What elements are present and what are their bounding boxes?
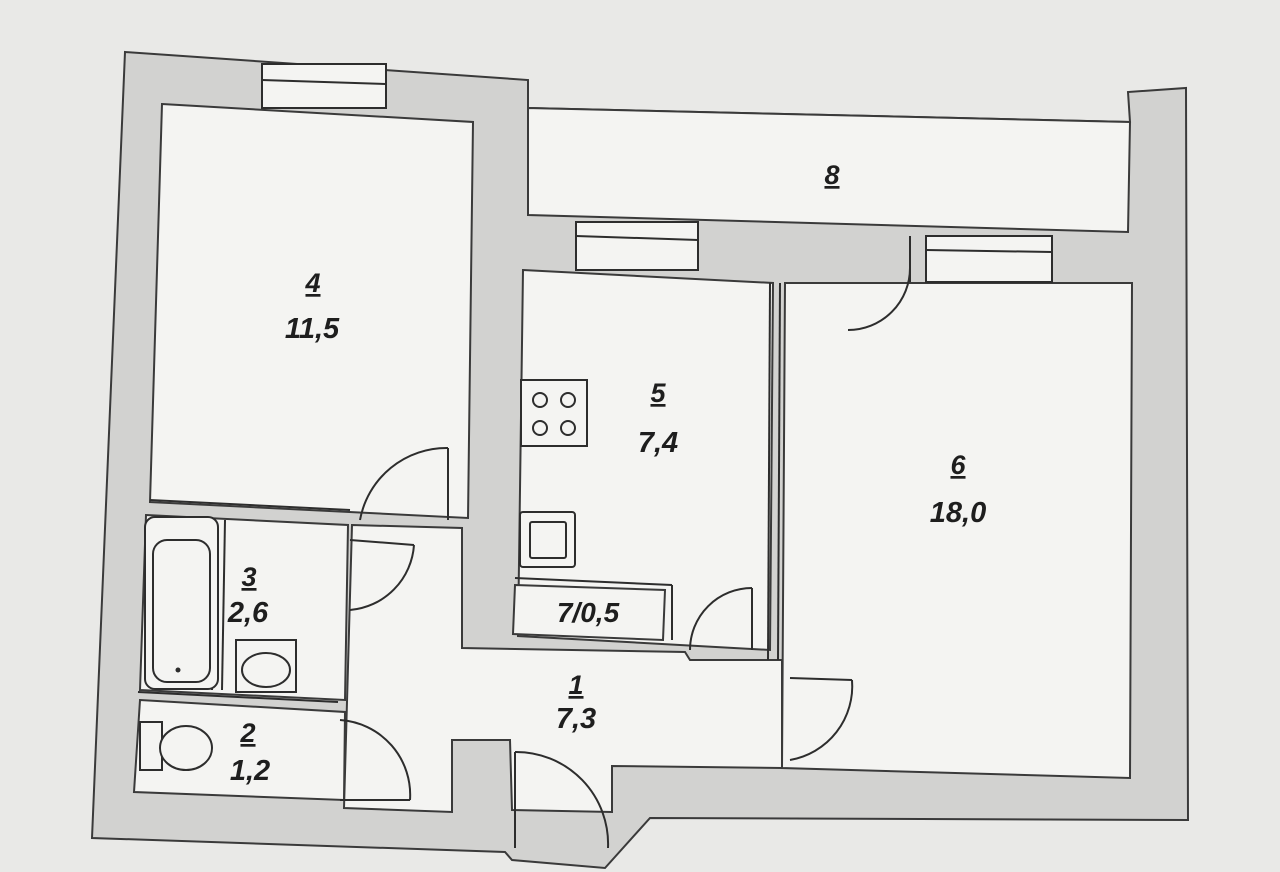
- door-kitchen: [689, 587, 753, 651]
- toilet-icon: [139, 721, 213, 771]
- room-area-kitchen: 7,4: [638, 427, 678, 459]
- room-number-loggia: 8: [824, 160, 839, 190]
- label-loggia: 8: [824, 160, 839, 190]
- washbasin-icon: [235, 639, 297, 693]
- kitchen-sink-icon: [519, 511, 576, 568]
- door-loggia: [847, 236, 911, 331]
- closet-box: [511, 577, 673, 642]
- bathtub-icon: [144, 516, 219, 690]
- label-bedroom: 4 11,5: [285, 268, 340, 345]
- room-number-bathroom: 3: [241, 562, 256, 592]
- room-number-wc: 2: [239, 718, 255, 748]
- room-area-wc: 1,2: [230, 755, 270, 787]
- window-bedroom: [261, 63, 387, 109]
- door-wc: [339, 719, 412, 801]
- room-number-kitchen: 5: [650, 378, 666, 408]
- door-living-room: [789, 677, 854, 761]
- room-area-living-room: 18,0: [930, 497, 986, 529]
- door-entrance: [514, 750, 610, 849]
- label-closet: 7/0,5: [557, 597, 620, 628]
- door-bedroom: [359, 446, 449, 521]
- room-bedroom: [148, 102, 475, 520]
- label-living-room: 6 18,0: [930, 450, 986, 529]
- door-bathroom: [349, 539, 415, 611]
- window-kitchen: [575, 221, 699, 271]
- stove-icon: [520, 379, 588, 447]
- closet-label: 7/0,5: [557, 597, 620, 628]
- room-living-room: [780, 282, 1134, 780]
- label-kitchen: 5 7,4: [638, 378, 678, 459]
- room-number-hallway: 1: [568, 670, 583, 700]
- label-wc: 2 1,2: [230, 718, 270, 787]
- room-loggia: [527, 106, 1132, 234]
- room-hallway: [342, 523, 783, 814]
- window-living-room: [925, 235, 1053, 283]
- room-area-bedroom: 11,5: [285, 313, 340, 345]
- room-number-bedroom: 4: [304, 268, 320, 298]
- label-bathroom: 3 2,6: [227, 562, 269, 629]
- room-area-bathroom: 2,6: [227, 597, 269, 629]
- room-number-living-room: 6: [950, 450, 966, 480]
- label-hallway: 1 7,3: [556, 670, 596, 735]
- room-area-hallway: 7,3: [556, 703, 596, 735]
